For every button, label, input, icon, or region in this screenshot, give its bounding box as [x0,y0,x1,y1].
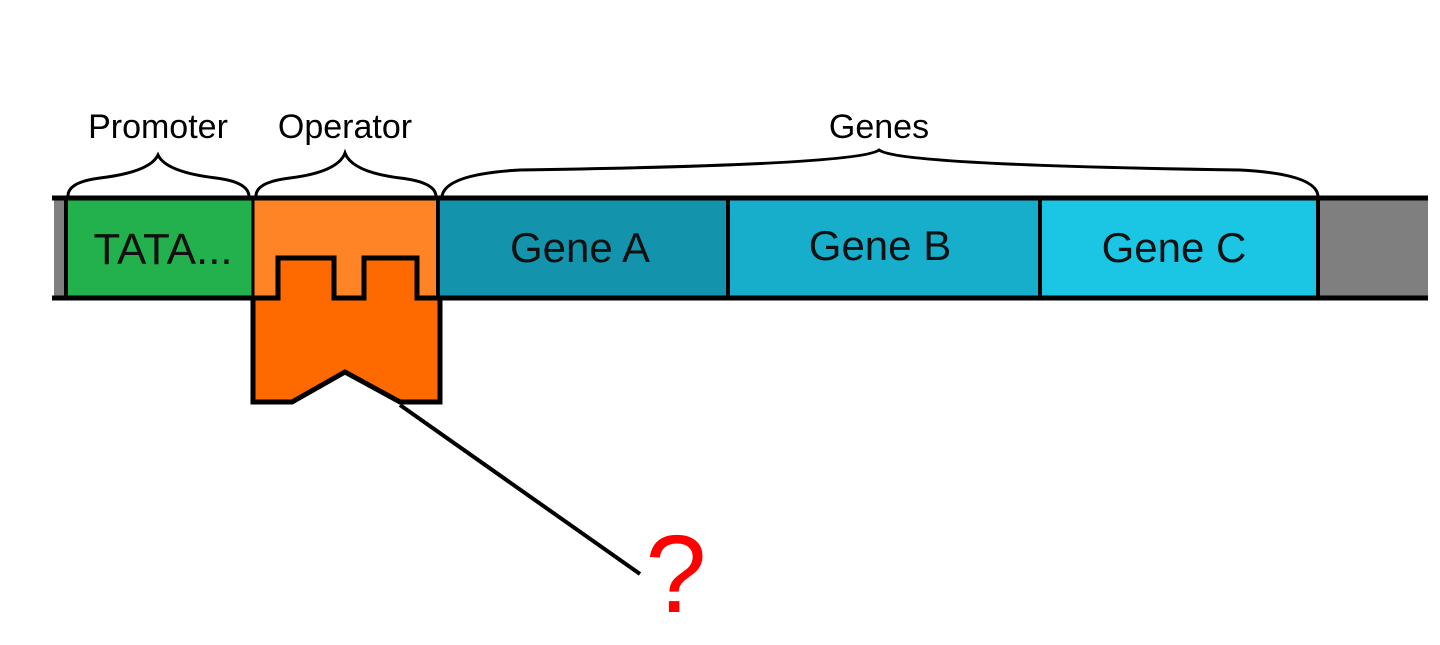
dna-flank-left [54,198,66,298]
gene-c-region [1040,198,1318,298]
gene-a-label: Gene A [510,224,650,271]
promoter-region [66,198,253,298]
dna-flank-right [1318,198,1428,298]
question-mark: ? [645,513,706,636]
promoter-label: Promoter [88,108,228,146]
tata-box-label: TATA... [93,225,232,274]
gene-b-region [728,198,1040,298]
braces [66,148,1320,197]
genes-label: Genes [829,108,929,146]
gene-c-label: Gene C [1102,224,1247,271]
operator-label: Operator [278,108,412,146]
pointer-line [398,403,642,576]
genes-brace [440,148,1320,197]
promoter-brace [66,151,251,197]
operator-brace [254,148,438,197]
gene-b-label: Gene B [809,222,951,269]
repressor-protein [250,255,443,405]
gene-a-region [438,198,728,298]
